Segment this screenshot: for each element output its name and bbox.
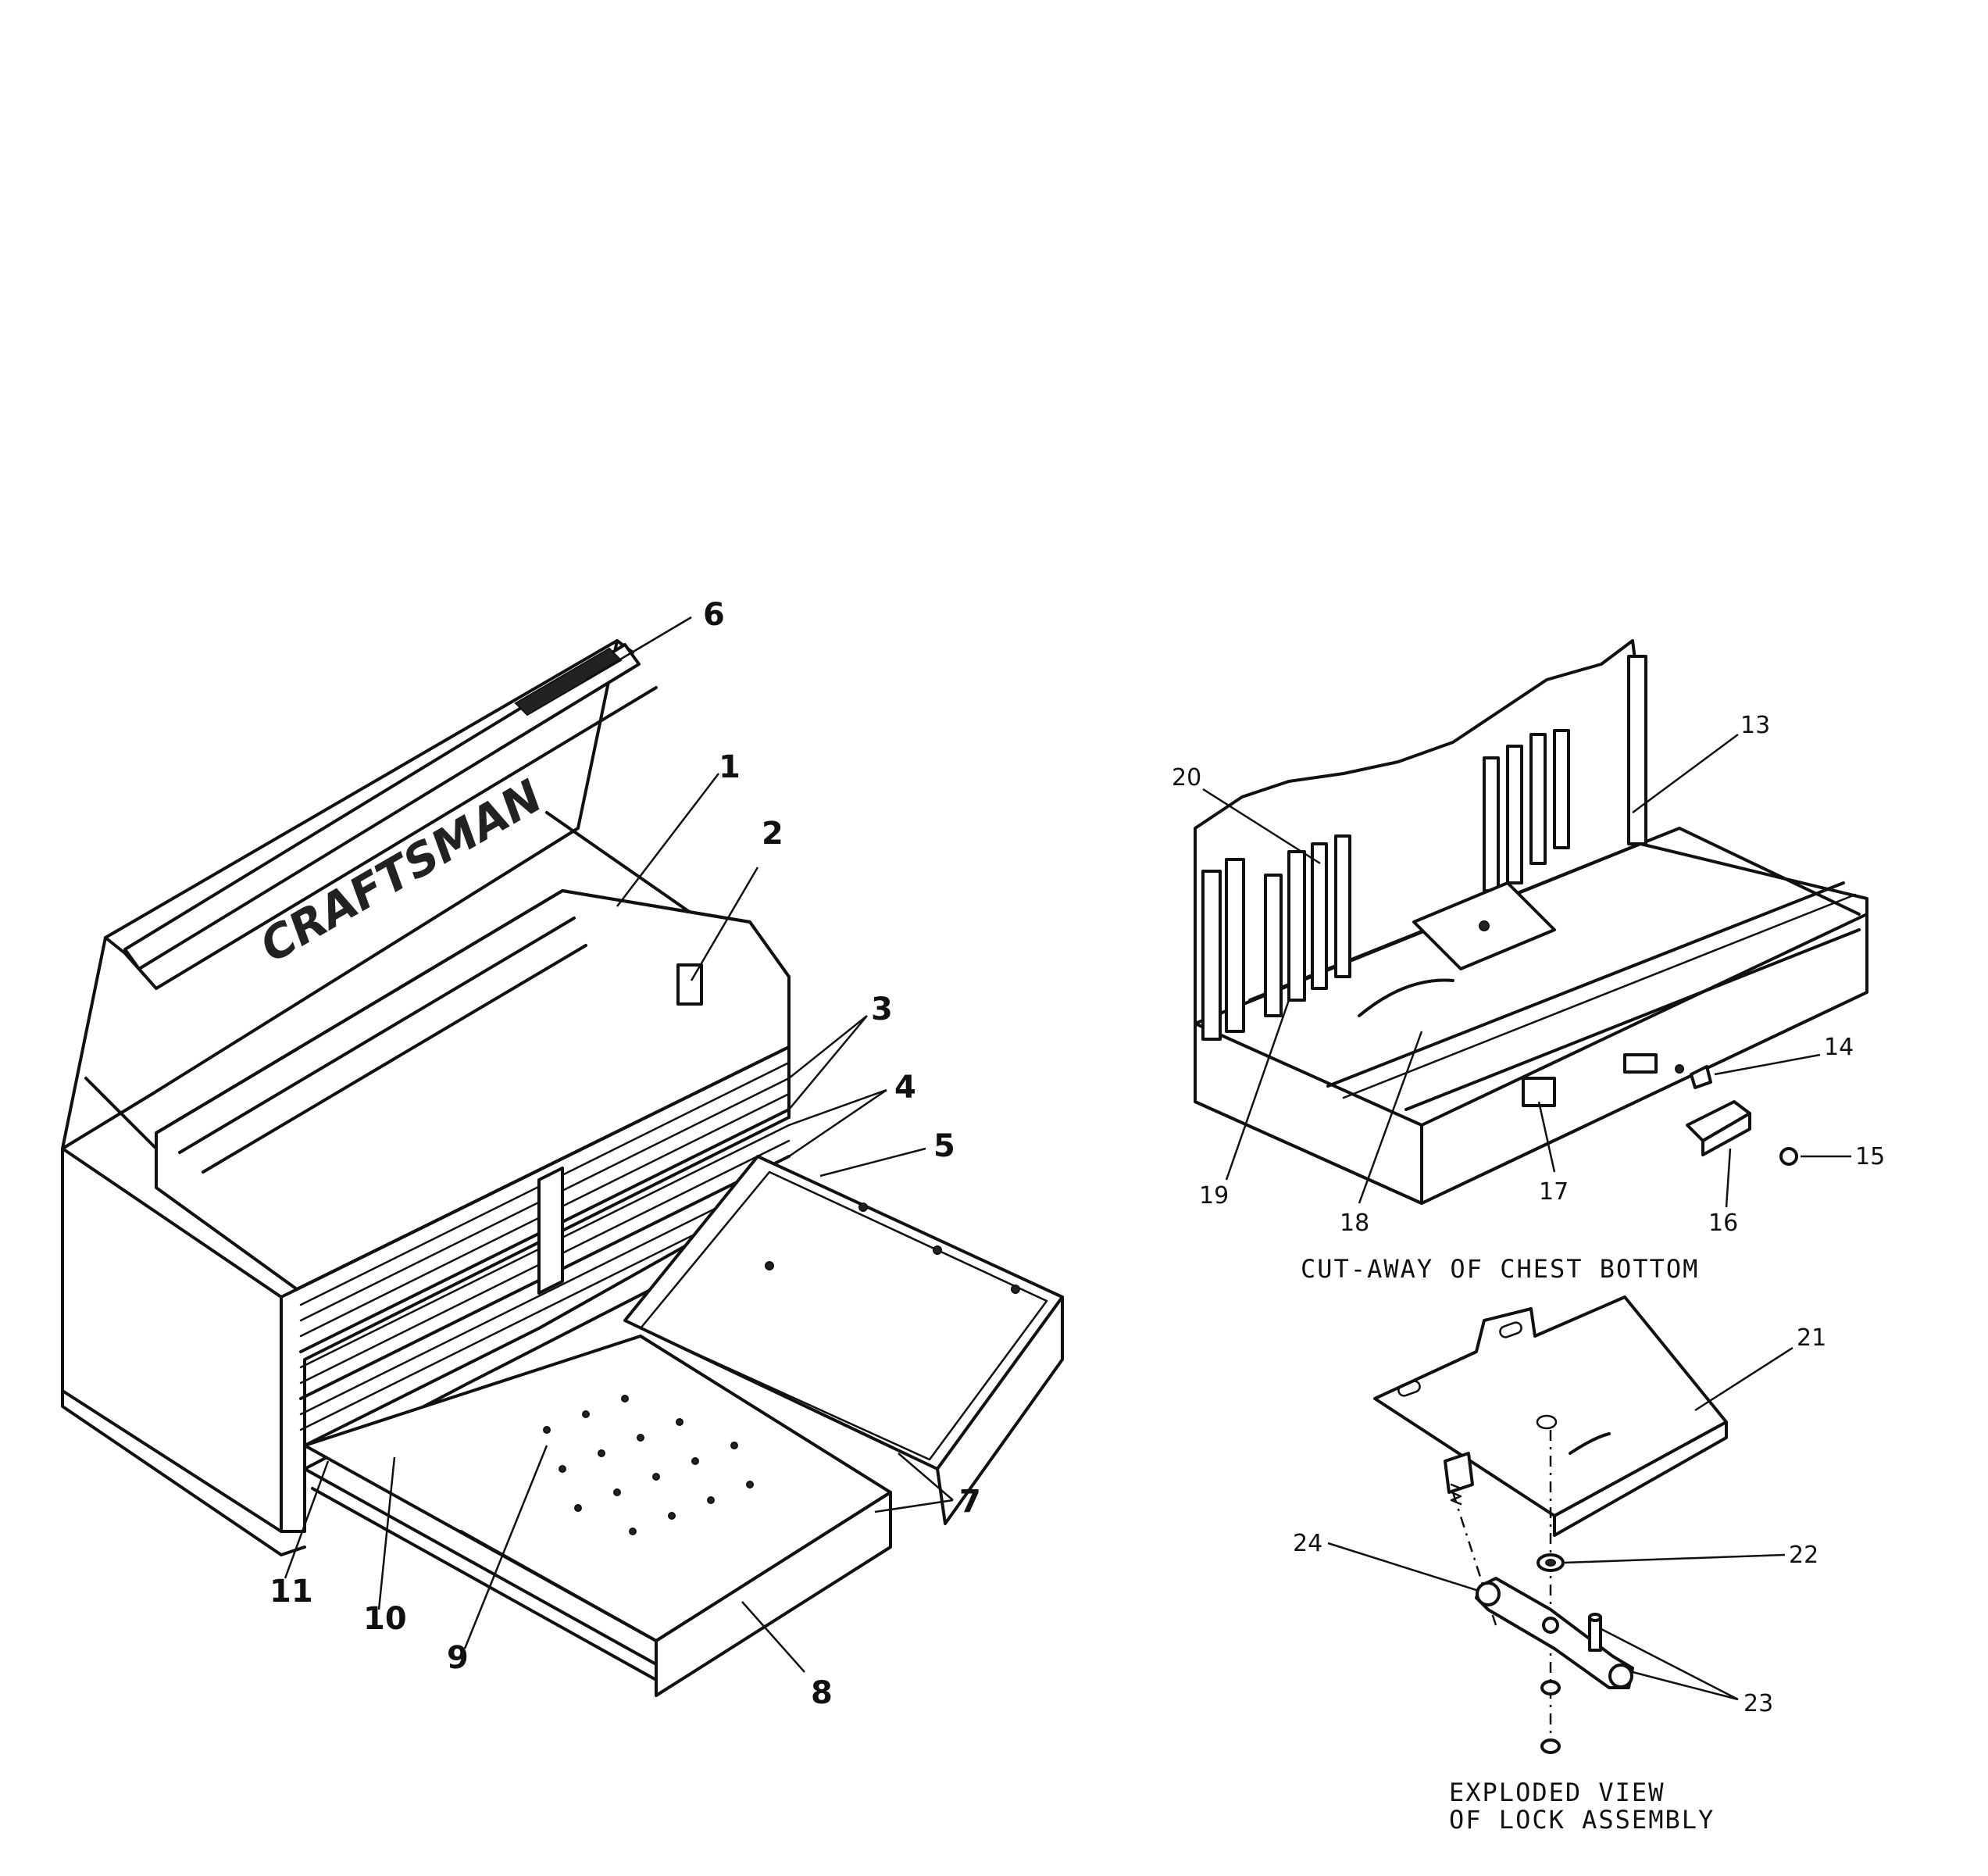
extended-drawer-lower-front — [655, 1491, 892, 1697]
lid-support-left — [84, 1077, 166, 1158]
callout-2: 2 — [762, 816, 783, 852]
callout-3: 3 — [871, 992, 893, 1027]
callout-4: 4 — [894, 1070, 916, 1106]
center-divider-post — [537, 1167, 564, 1295]
callout-13: 13 — [1740, 712, 1770, 739]
cutaway-leaders — [1202, 733, 1851, 1208]
lid-trim — [123, 643, 641, 970]
drawer-perforations — [543, 1395, 754, 1535]
part-clip-14 — [1690, 1065, 1712, 1089]
lock-axis-left — [1451, 1492, 1497, 1626]
callout-23: 23 — [1744, 1690, 1773, 1717]
cutaway-callouts: 13 14 15 16 17 18 19 20 — [1172, 712, 1885, 1237]
callout-14: 14 — [1824, 1034, 1854, 1061]
callout-6: 6 — [703, 597, 725, 633]
cutaway-caption: CUT-AWAY OF CHEST BOTTOM — [1301, 1254, 1699, 1284]
cutaway-lock-rod — [1358, 978, 1454, 1017]
callout-16: 16 — [1708, 1210, 1738, 1237]
cutaway-latch — [1522, 1077, 1556, 1107]
lever-pin — [1588, 1616, 1602, 1652]
main-view-callouts: 1 2 3 4 5 6 7 8 9 10 11 — [269, 597, 981, 1711]
callout-11: 11 — [269, 1574, 313, 1610]
callout-7: 7 — [959, 1484, 981, 1520]
part-screw-15 — [1779, 1147, 1798, 1166]
callout-19: 19 — [1199, 1182, 1229, 1210]
cutaway-chest-bottom-view — [1194, 639, 1868, 1205]
callout-5: 5 — [933, 1128, 955, 1164]
lock-callouts: 21 22 23 24 — [1293, 1324, 1826, 1717]
callout-18: 18 — [1340, 1210, 1369, 1237]
callout-8: 8 — [811, 1675, 833, 1711]
cutaway-slot — [1623, 1053, 1658, 1074]
callout-17: 17 — [1539, 1178, 1569, 1206]
cutaway-channel-posts — [1201, 655, 1647, 1041]
lock-assembly-view — [1373, 1295, 1728, 1754]
callout-10: 10 — [363, 1601, 407, 1637]
tool-chest-main-view: CRAFTSMAN — [61, 639, 1064, 1697]
nut-lower — [1540, 1738, 1561, 1754]
lock-caption-line2: OF LOCK ASSEMBLY — [1449, 1805, 1715, 1835]
spring-24 — [1450, 1483, 1462, 1506]
callout-20: 20 — [1172, 764, 1201, 791]
callout-22: 22 — [1789, 1542, 1818, 1569]
chest-lid — [61, 639, 619, 1150]
lock-caption-line1: EXPLODED VIEW — [1449, 1778, 1665, 1807]
callout-15: 15 — [1855, 1143, 1885, 1170]
nut-upper — [1540, 1680, 1561, 1696]
drawer-rivets-upper — [765, 1202, 1020, 1294]
lock-leaders — [1327, 1346, 1793, 1701]
extended-drawer-upper-front — [936, 1295, 1064, 1525]
callout-21: 21 — [1797, 1324, 1826, 1352]
lid-handle-strip — [514, 647, 623, 716]
lid-latch — [676, 963, 703, 1006]
callout-1: 1 — [719, 749, 741, 785]
main-view-leaders — [284, 616, 954, 1673]
callout-24: 24 — [1293, 1530, 1322, 1557]
callout-9: 9 — [447, 1640, 469, 1676]
